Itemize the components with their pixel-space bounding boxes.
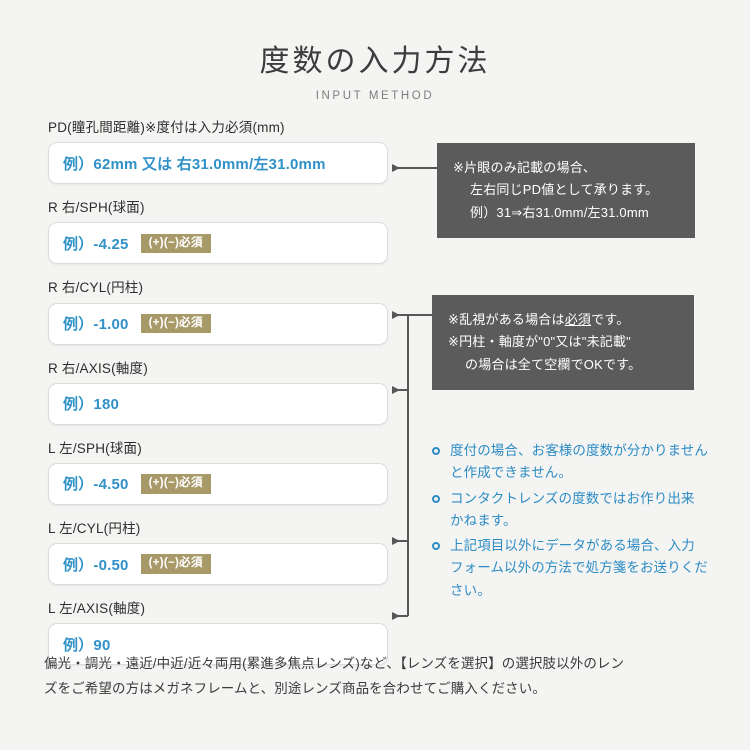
r-cyl-placeholder: 例）-1.00 [63, 316, 129, 334]
footer-line-2: ズをご希望の方はメガネフレームと、別途レンズ商品を合わせてご購入ください。 [44, 680, 546, 696]
r-sph-placeholder: 例）-4.25 [63, 235, 129, 253]
field-l-sph: L 左/SPH(球面) 例）-4.50 (+)(−)必須 [48, 441, 388, 505]
note-cyl-line-1: ※乱視がある場合は必須です。 [448, 309, 678, 331]
l-cyl-placeholder: 例）-0.50 [63, 556, 129, 574]
list-item: 上記項目以外にデータがある場合、入力フォーム以外の方法で処方箋をお送りください。 [432, 535, 708, 602]
field-r-sph: R 右/SPH(球面) 例）-4.25 (+)(−)必須 [48, 200, 388, 265]
l-cyl-required-badge: (+)(−)必須 [140, 554, 211, 574]
caution-bullet-list: 度付の場合、お客様の度数が分かりませんと作成できません。 コンタクトレンズの度数… [432, 440, 708, 605]
r-cyl-required-badge: (+)(−)必須 [140, 313, 211, 334]
r-axis-placeholder: 例）180 [63, 396, 120, 414]
page-subtitle: INPUT METHOD [315, 90, 435, 102]
field-label-l-sph: L 左/SPH(球面) [48, 440, 142, 456]
list-item-text: 度付の場合、お客様の度数が分かりませんと作成できません。 [450, 443, 708, 481]
list-item: 度付の場合、お客様の度数が分かりませんと作成できません。 [432, 440, 708, 485]
note-pd-line-1: ※片眼のみ記載の場合、 [453, 160, 597, 175]
r-cyl-input[interactable]: 例）-1.00 (+)(−)必須 [48, 302, 388, 345]
note-cyl-line-3: の場合は全て空欄でOKです。 [465, 356, 642, 372]
field-l-cyl: L 左/CYL(円柱) 例）-0.50 (+)(−)必須 [48, 520, 388, 586]
l-cyl-input[interactable]: 例）-0.50 (+)(−)必須 [48, 543, 388, 586]
l-sph-required-badge: (+)(−)必須 [140, 474, 211, 494]
l-axis-placeholder: 例）90 [63, 636, 111, 654]
field-label-r-cyl: R 右/CYL(円柱) [48, 280, 144, 296]
note-cyl-line-2: ※円柱・軸度が"0"又は"未記載" [448, 334, 631, 350]
r-sph-required-badge: (+)(−)必須 [140, 233, 211, 254]
note-box-pd: ※片眼のみ記載の場合、 左右同じPD値として承ります。 例）31⇒右31.0mm… [437, 143, 695, 239]
field-l-axis: L 左/AXIS(軸度) 例）90 [48, 601, 388, 666]
note-pd-line-3: 例）31⇒右31.0mm/左31.0mm [470, 204, 649, 220]
field-r-axis: R 右/AXIS(軸度) 例）180 [48, 361, 388, 425]
page-header: 度数の入力方法 INPUT METHOD [0, 36, 750, 102]
footer-note: 偏光・調光・遠近/中近/近々両用(累進多焦点レンズ)など、【レンズを選択】の選択… [44, 652, 712, 702]
field-label-r-axis: R 右/AXIS(軸度) [48, 360, 148, 376]
note-cyl-line-1-post: です。 [591, 312, 630, 327]
note-cyl-line-1-pre: ※乱視がある場合は [448, 312, 565, 327]
note-box-cyl-axis: ※乱視がある場合は必須です。 ※円柱・軸度が"0"又は"未記載" の場合は全て空… [432, 295, 694, 391]
circle-bullet-icon [432, 494, 440, 503]
r-axis-input[interactable]: 例）180 [48, 382, 388, 425]
l-axis-input[interactable]: 例）90 [48, 623, 388, 666]
field-label-pd: PD(瞳孔間距離)※度付は入力必須(mm) [48, 120, 285, 135]
note-cyl-required-underline: 必須 [564, 312, 592, 327]
circle-bullet-icon [432, 447, 440, 455]
pd-placeholder: 例）62mm 又は 右31.0mm/左31.0mm [63, 155, 326, 173]
field-r-cyl: R 右/CYL(円柱) 例）-1.00 (+)(−)必須 [48, 280, 388, 345]
list-item-text: コンタクトレンズの度数ではお作り出来かねます。 [450, 490, 695, 528]
r-sph-input[interactable]: 例）-4.25 (+)(−)必須 [48, 222, 388, 265]
l-sph-input[interactable]: 例）-4.50 (+)(−)必須 [48, 462, 388, 505]
field-label-l-axis: L 左/AXIS(軸度) [48, 601, 146, 617]
list-item: コンタクトレンズの度数ではお作り出来かねます。 [432, 488, 708, 533]
page-title: 度数の入力方法 [259, 45, 491, 78]
field-label-r-sph: R 右/SPH(球面) [48, 200, 145, 216]
prescription-form: PD(瞳孔間距離)※度付は入力必須(mm) 例）62mm 又は 右31.0mm/… [48, 120, 388, 681]
circle-bullet-icon [432, 542, 440, 551]
footer-line-1: 偏光・調光・遠近/中近/近々両用(累進多焦点レンズ)など、【レンズを選択】の選択… [44, 656, 625, 671]
pd-input[interactable]: 例）62mm 又は 右31.0mm/左31.0mm [48, 142, 388, 185]
l-sph-placeholder: 例）-4.50 [63, 476, 129, 494]
list-item-text: 上記項目以外にデータがある場合、入力フォーム以外の方法で処方箋をお送りください。 [450, 538, 708, 598]
field-pd: PD(瞳孔間距離)※度付は入力必須(mm) 例）62mm 又は 右31.0mm/… [48, 120, 388, 185]
note-pd-line-2: 左右同じPD値として承ります。 [470, 182, 659, 198]
field-label-l-cyl: L 左/CYL(円柱) [48, 520, 141, 536]
